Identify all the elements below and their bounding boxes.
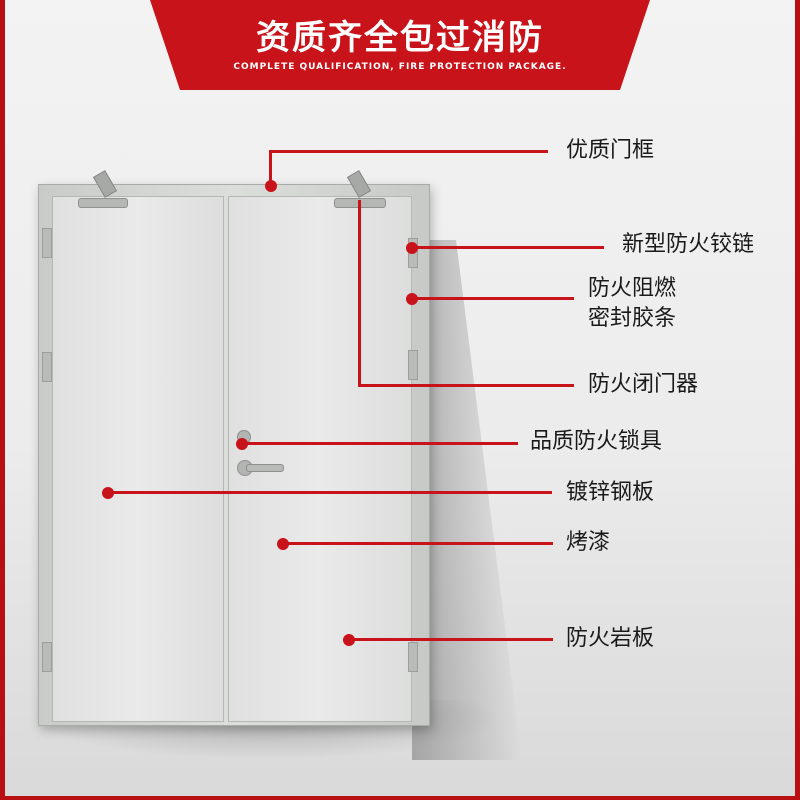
door-handle bbox=[246, 464, 284, 472]
callout-line-paint bbox=[283, 542, 553, 545]
callout-line-steel bbox=[108, 491, 552, 494]
label-closer: 防火闭门器 bbox=[588, 372, 699, 397]
hinge-left-middle bbox=[42, 352, 52, 382]
right-door-leaf bbox=[228, 196, 412, 722]
callout-line-closer bbox=[358, 384, 574, 387]
callout-line-frame-vertical bbox=[269, 150, 272, 186]
bottom-border bbox=[0, 796, 800, 800]
label-rockwool: 防火岩板 bbox=[566, 626, 655, 651]
left-door-leaf bbox=[52, 196, 224, 722]
title-banner: 资质齐全包过消防 COMPLETE QUALIFICATION, FIRE PR… bbox=[150, 0, 650, 90]
hinge-left-top bbox=[42, 228, 52, 258]
callout-line-rockwool bbox=[349, 638, 553, 641]
hinge-left-bottom bbox=[42, 642, 52, 672]
label-steel: 镀锌钢板 bbox=[566, 480, 655, 505]
left-border bbox=[0, 0, 5, 800]
label-seal-line1: 防火阻燃 bbox=[588, 276, 677, 301]
banner-subtitle: COMPLETE QUALIFICATION, FIRE PROTECTION … bbox=[233, 62, 567, 72]
callout-line-lock bbox=[242, 442, 518, 445]
hinge-right-middle bbox=[408, 350, 418, 380]
banner-title: 资质齐全包过消防 bbox=[256, 18, 544, 58]
label-seal-line2: 密封胶条 bbox=[588, 306, 677, 331]
hinge-right-bottom bbox=[408, 642, 418, 672]
callout-line-closer-vertical bbox=[358, 200, 361, 386]
callout-line-hinge bbox=[412, 246, 604, 249]
label-paint: 烤漆 bbox=[566, 530, 611, 555]
label-frame: 优质门框 bbox=[566, 138, 655, 163]
callout-line-frame bbox=[269, 150, 548, 153]
label-lock: 品质防火锁具 bbox=[530, 429, 663, 454]
callout-line-seal bbox=[412, 297, 574, 300]
label-hinge: 新型防火铰链 bbox=[622, 232, 755, 257]
right-border bbox=[795, 0, 800, 800]
callout-dot-frame bbox=[265, 180, 277, 192]
left-door-closer bbox=[78, 198, 128, 208]
